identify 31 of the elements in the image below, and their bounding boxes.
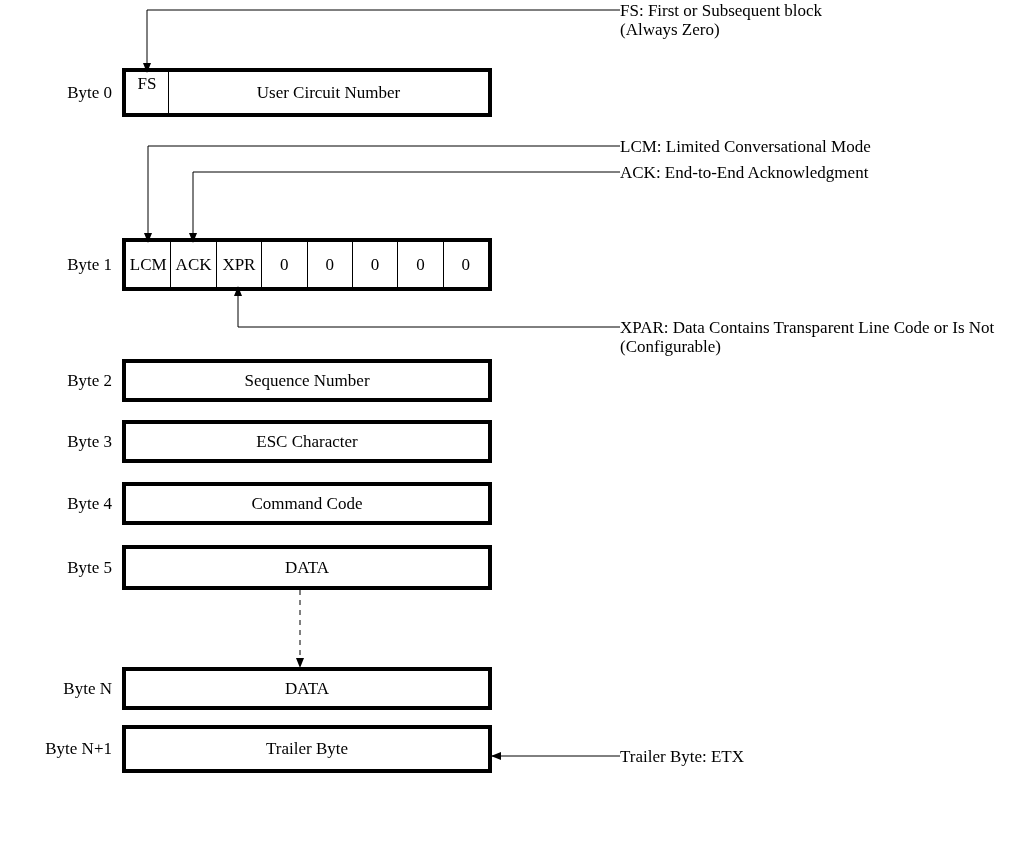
byte-field: DATA <box>122 545 492 590</box>
bit-field: ACK <box>170 242 216 287</box>
byte-label: Byte 2 <box>67 370 112 391</box>
bit-field: 0 <box>261 242 307 287</box>
callout-text: ACK: End-to-End Acknowledgment <box>620 163 869 182</box>
callout-text: FS: First or Subsequent block (Always Zero) <box>620 1 860 39</box>
callout-text: LCM: Limited Conversational Mode <box>620 137 871 156</box>
byte-label: Byte 5 <box>67 557 112 578</box>
byte-field: DATA <box>122 667 492 710</box>
byte-label: Byte 4 <box>67 493 112 514</box>
byte-field: Command Code <box>122 482 492 525</box>
callout-text: XPAR: Data Contains Transparent Line Code or Is Not (Configurable) <box>620 318 1028 356</box>
bit-field: User Circuit Number <box>168 72 488 113</box>
bit-field: XPR <box>215 242 262 287</box>
bit-field: LCM <box>126 242 171 287</box>
byte-field: Trailer Byte <box>122 725 492 773</box>
byte-label: Byte N <box>63 678 112 699</box>
bit-field: 0 <box>306 242 352 287</box>
byte-label: Byte 0 <box>67 82 112 103</box>
byte-label: Byte N+1 <box>45 739 112 759</box>
bit-field: FS <box>126 72 168 113</box>
byte-label: Byte 1 <box>67 254 112 275</box>
leader-arrow <box>491 752 621 760</box>
byte-field: ESC Character <box>122 420 492 463</box>
callout-text: Trailer Byte: ETX <box>620 747 745 766</box>
byte-label: Byte 3 <box>67 431 112 452</box>
bit-field: 0 <box>351 242 398 287</box>
continuation-arrow <box>296 589 304 668</box>
bit-field: 0 <box>442 242 488 287</box>
byte-field: Sequence Number <box>122 359 492 402</box>
bit-field: 0 <box>397 242 443 287</box>
